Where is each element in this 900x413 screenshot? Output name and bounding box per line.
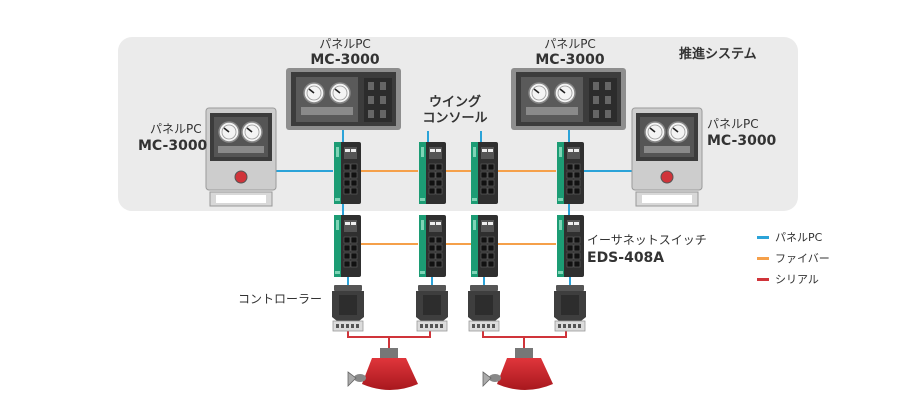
eds-switch-bottom-2 — [418, 214, 447, 278]
legend-label: ファイバー — [775, 252, 830, 265]
wing-console-line2: コンソール — [422, 110, 488, 126]
switch-controller-links — [347, 277, 571, 285]
thruster-left — [347, 348, 418, 390]
eds-switch-bottom-4 — [556, 214, 585, 278]
pc-top-right-type: パネルPC — [544, 37, 596, 51]
eds-switch-top-2 — [418, 141, 447, 205]
eds-switch-top-4 — [556, 141, 585, 205]
legend-swatch-orange — [757, 256, 769, 260]
eds-switch-bottom-3 — [470, 214, 499, 278]
controller-3 — [467, 284, 501, 332]
legend-item-panel-pc: パネルPC — [757, 229, 822, 245]
controllers — [331, 284, 587, 332]
legend-label: シリアル — [775, 273, 819, 286]
panel-pc-top-right — [511, 68, 626, 130]
wing-console-label: ウイング コンソール — [415, 95, 495, 126]
pc-top-left-model: MC-3000 — [310, 52, 380, 68]
eds-switch-bottom-1 — [333, 214, 362, 278]
panel-pc-left — [205, 107, 277, 207]
eds-switch-top-3 — [470, 141, 499, 205]
legend-swatch-red — [757, 277, 769, 281]
pc-top-left-type: パネルPC — [319, 37, 371, 51]
controller-label: コントローラー — [238, 292, 323, 306]
legend-swatch-blue — [757, 235, 769, 239]
legend-label: パネルPC — [775, 231, 823, 244]
switch-model-label: EDS-408A — [587, 250, 665, 266]
wing-console-line1: ウイング — [428, 95, 481, 110]
panel-pc-cables — [276, 128, 632, 216]
fiber-cables — [361, 170, 556, 245]
pc-right-type: パネルPC — [707, 117, 759, 131]
switch-type-label: イーサネットスイッチ — [587, 233, 707, 247]
eds-switch-top-1 — [333, 141, 362, 205]
controller-1 — [331, 284, 365, 332]
legend-item-fiber: ファイバー — [757, 250, 830, 266]
thruster-right — [482, 348, 553, 390]
pc-right-model: MC-3000 — [707, 133, 777, 149]
controller-2 — [415, 284, 449, 332]
serial-cables — [347, 330, 567, 349]
pc-left-type: パネルPC — [150, 122, 202, 136]
pc-top-right-model: MC-3000 — [535, 52, 605, 68]
legend-item-serial: シリアル — [757, 271, 819, 287]
pc-left-model: MC-3000 — [138, 138, 208, 154]
controller-4 — [553, 284, 587, 332]
panel-pc-top-left — [286, 68, 401, 130]
panel-pc-right — [631, 107, 703, 207]
propulsion-system-label: 推進システム — [679, 47, 757, 62]
